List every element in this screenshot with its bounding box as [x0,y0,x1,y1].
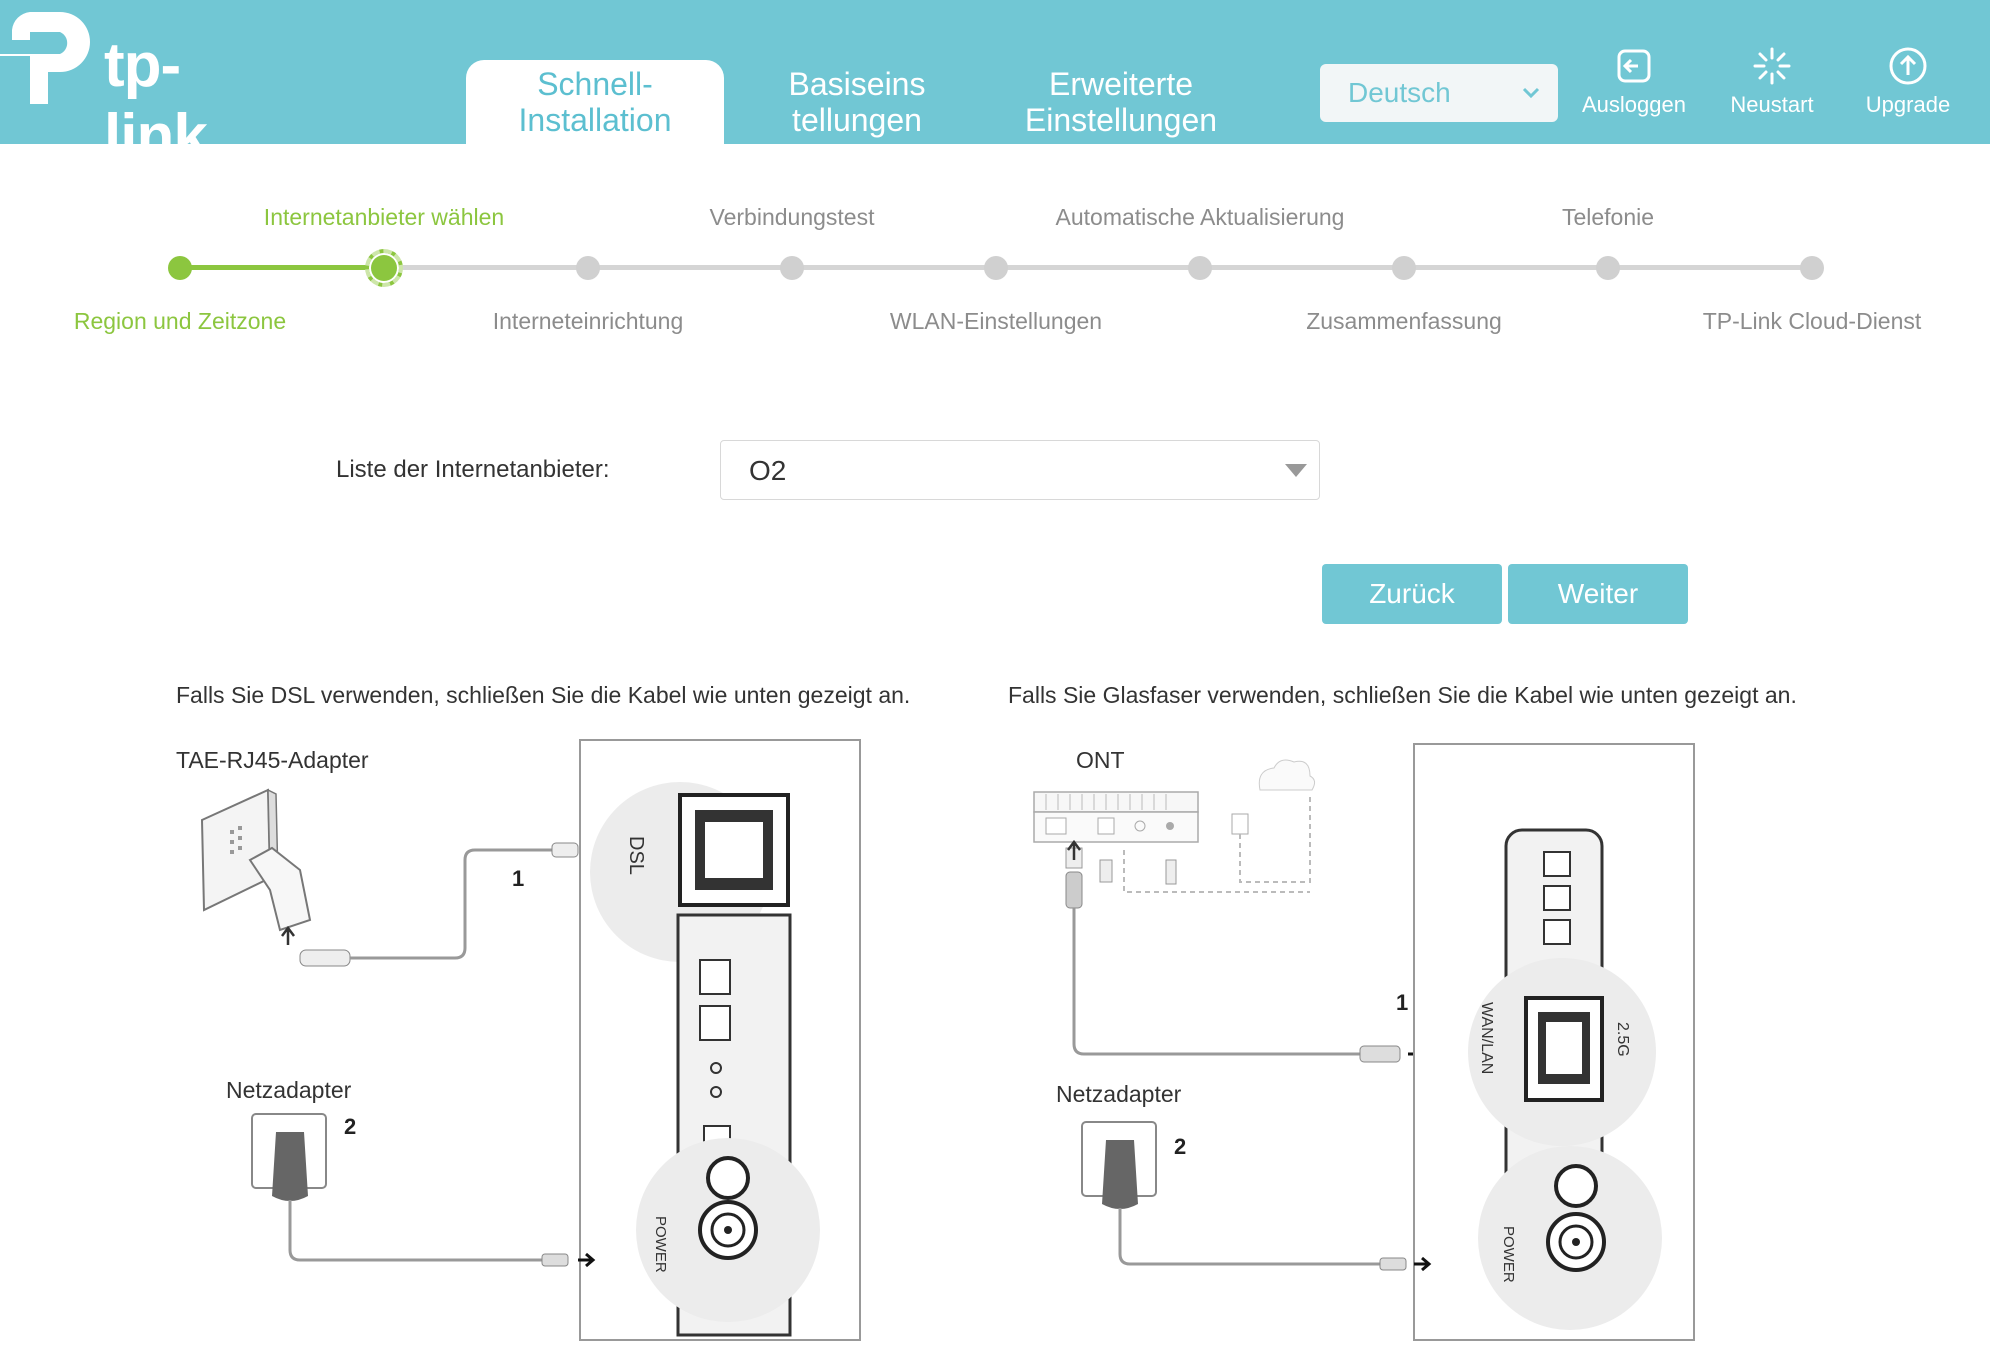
back-button[interactable]: Zurück [1322,564,1502,624]
caret-down-icon [1285,464,1307,477]
tab-quick-setup[interactable]: Schnell- Installation [466,60,724,144]
reboot-label: Neustart [1730,92,1814,117]
tab-basic-settings[interactable]: Basiseins tellungen [728,60,986,144]
step-isp-select: Internetanbieter wählen [263,204,505,230]
next-button[interactable]: Weiter [1508,564,1688,624]
language-value: Deutsch [1348,77,1451,108]
port-25g-label: 2.5G [1614,1022,1631,1057]
step-cloud-service: TP-Link Cloud-Dienst [1702,308,1922,334]
step-region-timezone: Region und Zeitzone [73,308,287,334]
tab-label-line2: tellungen [792,102,922,138]
wan-lan-port-label: WAN/LAN [1478,1002,1495,1074]
ont-illustration [1033,759,1316,893]
logout-icon [1617,49,1651,83]
language-select[interactable]: Deutsch [1320,64,1558,122]
tab-advanced-settings[interactable]: Erweiterte Einstellungen [992,60,1250,144]
dsl-port-label: DSL [625,836,647,875]
step-dot [1800,256,1824,280]
step-wlan-settings: WLAN-Einstellungen [889,308,1103,334]
logo-text: tp-link [104,31,208,171]
step-dot [1392,256,1416,280]
dsl-power-port-label: POWER [652,1216,669,1273]
tab-label-line2: Einstellungen [1024,102,1218,138]
step-auto-update: Automatische Aktualisierung [1055,204,1345,230]
fiber-step1-label: 1 [1396,990,1408,1015]
step-summary: Zusammenfassung [1306,308,1502,334]
chevron-down-icon [1522,87,1540,99]
ont-label: ONT [1076,747,1125,773]
step-dot [168,256,192,280]
fiber-step2-label: 2 [1174,1134,1186,1159]
dsl-step2-label: 2 [344,1114,356,1139]
step-dot [984,256,1008,280]
tp-link-logo-icon [0,12,90,104]
step-dot [780,256,804,280]
dsl-step1-label: 1 [512,866,524,891]
fiber-instruction: Falls Sie Glasfaser verwenden, schließen… [1008,682,1797,708]
step-telephony: Telefonie [1561,204,1655,230]
step-connection-test: Verbindungstest [709,204,875,230]
logout-button[interactable]: Ausloggen [1574,44,1694,124]
fiber-wiring-diagram: ONT 1 WAN/LAN 2.5G POWER Netzadapter 2 [1033,743,1695,1341]
step-dot-current [365,249,403,287]
upgrade-button[interactable]: Upgrade [1848,44,1968,124]
upgrade-label: Upgrade [1865,92,1951,117]
tab-label-line1: Basiseins [788,66,926,102]
reboot-icon [1753,47,1791,85]
tae-socket-illustration [200,788,351,967]
reboot-button[interactable]: Neustart [1712,44,1832,124]
logout-label: Ausloggen [1582,92,1686,117]
step-internet-setup: Interneteinrichtung [492,308,684,334]
top-header: tp-link Schnell- Installation Basiseins … [0,0,1990,171]
dsl-instruction: Falls Sie DSL verwenden, schließen Sie d… [176,682,911,708]
tab-label-line1: Erweiterte [1048,66,1194,102]
dsl-power-adapter-label: Netzadapter [226,1077,352,1103]
step-dot [1596,256,1620,280]
tab-label-line1: Schnell- [537,66,653,102]
tae-adapter-label: TAE-RJ45-Adapter [176,747,369,773]
isp-list-label: Liste der Internetanbieter: [336,456,610,483]
upgrade-icon [1889,47,1927,85]
stepper-track-progress [180,265,382,270]
tp-link-logo[interactable]: tp-link [0,6,270,171]
fiber-power-port-label: POWER [1500,1226,1517,1283]
step-dot [1188,256,1212,280]
dsl-wiring-diagram: TAE-RJ45-Adapter 1 DSL POWER Netzadapter… [176,739,861,1341]
step-dot [576,256,600,280]
tab-label-line2: Installation [518,102,672,138]
isp-select[interactable]: O2 [720,440,1320,500]
fiber-power-adapter-label: Netzadapter [1056,1081,1182,1107]
isp-select-value: O2 [749,455,787,486]
